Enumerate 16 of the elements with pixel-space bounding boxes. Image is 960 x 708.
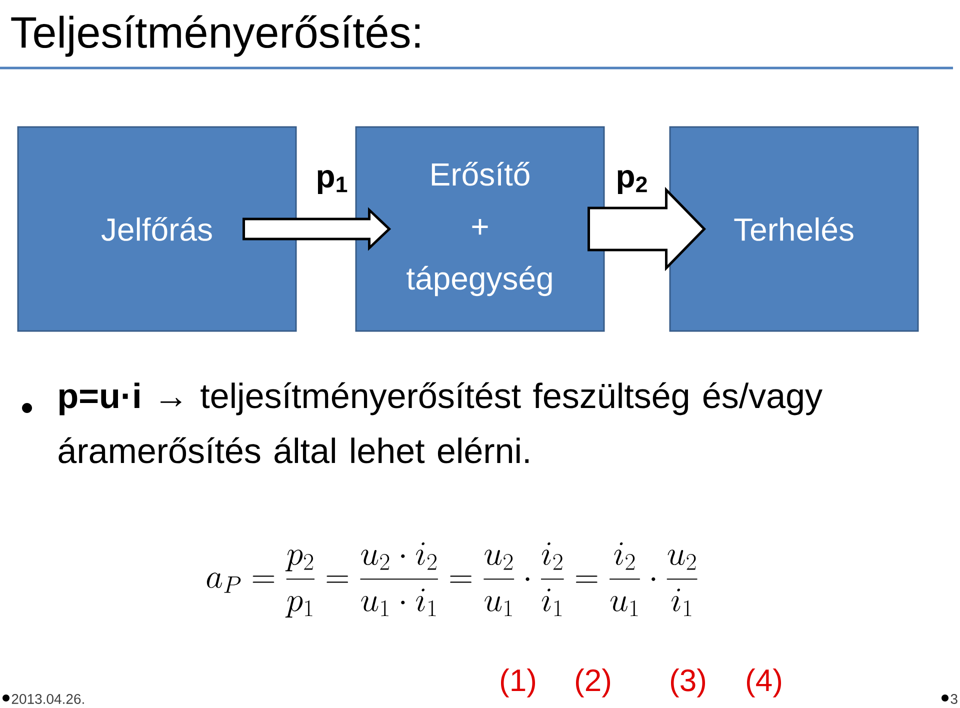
equation-number: (2) <box>576 668 610 698</box>
page-number: 3 <box>942 694 958 704</box>
block-arrow <box>242 207 392 251</box>
edge-label: p$_{2}$ <box>618 170 647 194</box>
date-footer: 2013.04.26. <box>2 694 84 704</box>
process-box: Erősítő + tápegység <box>355 126 605 332</box>
formula: $a_P = \frac{p_2}{p_1} = \frac{u_2 \cdot i_2}{u_1 \cdot i_1} = \frac{u_2}{u_1}\cdot\frac{i_2}{i_1} = \frac{i_2}{u_1}\cdot\frac{u_2}{i_1}$ <box>206 542 698 618</box>
process-box: Jelfőrás <box>17 126 297 332</box>
equation-number: (3) <box>671 668 706 698</box>
block-arrow <box>588 186 706 272</box>
bullet-text: p=u·i → teljesítményerősítést feszültség és/vagy áramerősítés által lehet elérni. <box>58 382 822 464</box>
equation-number: (4) <box>747 668 782 698</box>
equation-number: (1) <box>501 668 536 698</box>
title: Teljesítményerősítés: <box>11 15 420 57</box>
edge-label: p$_{1}$ <box>318 170 348 194</box>
process-box: Terhelés <box>669 126 919 332</box>
